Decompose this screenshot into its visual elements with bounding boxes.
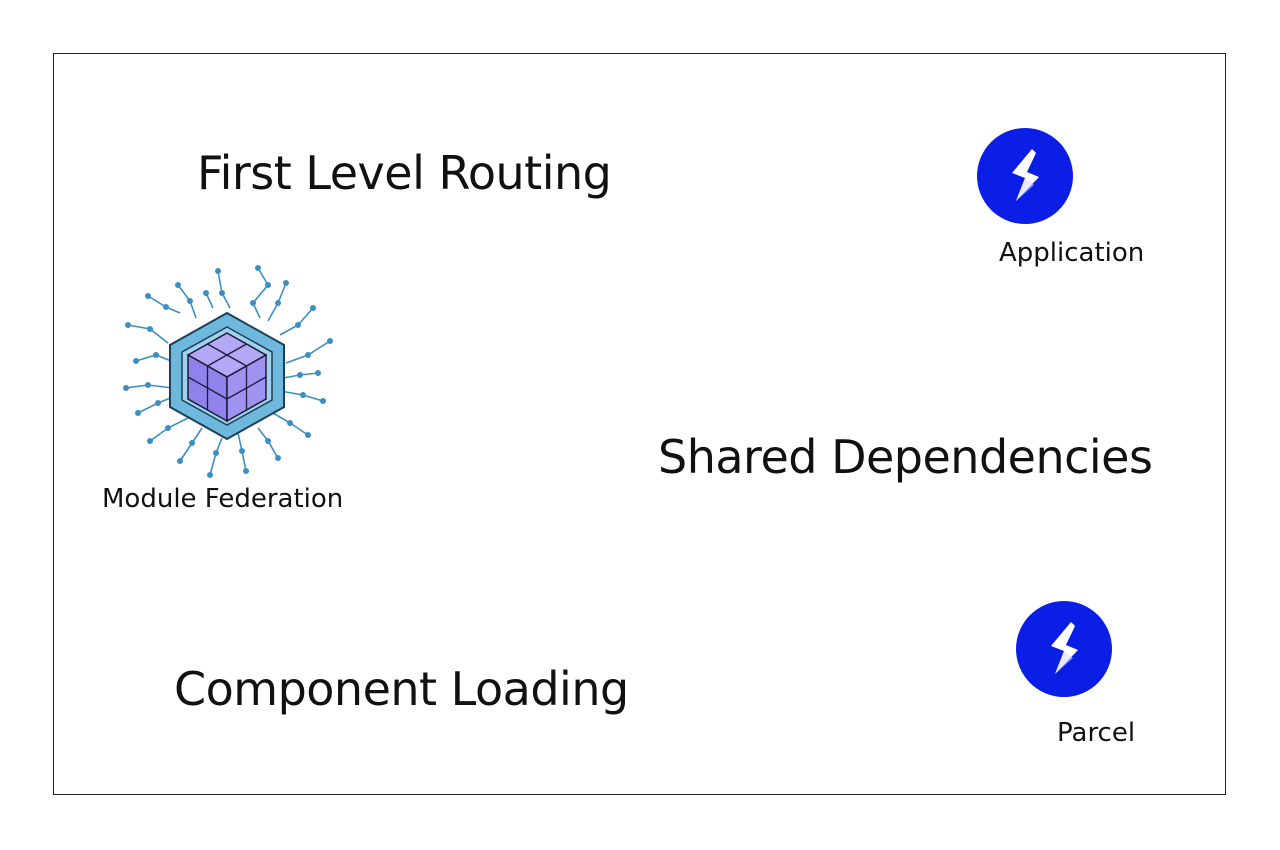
first-level-routing-label: First Level Routing	[197, 146, 612, 200]
single-spa-parcel-icon	[1016, 601, 1112, 697]
application-label: Application	[999, 238, 1145, 268]
shared-dependencies-label: Shared Dependencies	[658, 430, 1153, 484]
diagram-frame	[53, 53, 1226, 795]
parcel-label: Parcel	[1057, 718, 1136, 748]
component-loading-label: Component Loading	[174, 662, 629, 716]
module-federation-icon	[123, 265, 333, 478]
module-federation-label: Module Federation	[102, 484, 344, 514]
single-spa-application-icon	[977, 128, 1073, 224]
